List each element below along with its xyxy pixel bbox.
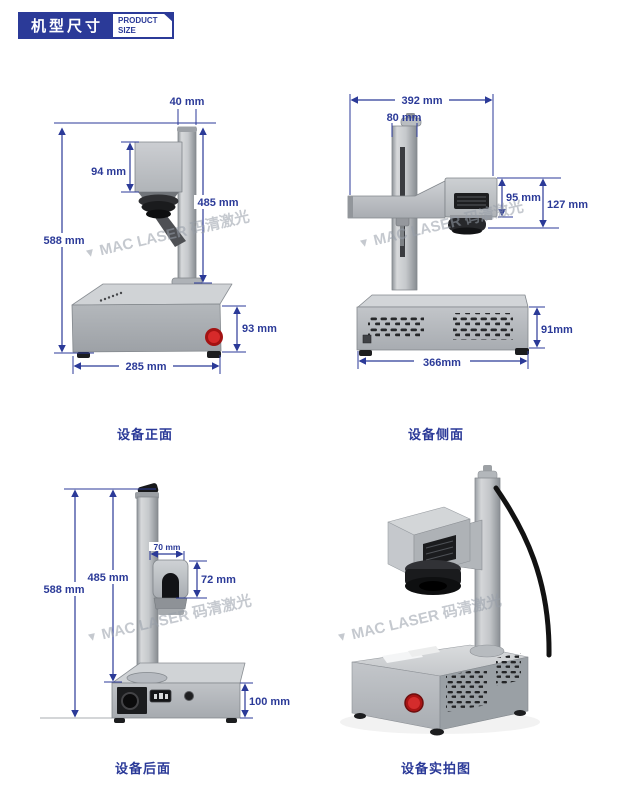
side-machine-illustration [347,113,529,356]
dim-label-base-width: 285 mm [126,361,167,373]
photo-view [340,465,552,736]
back-dimensions: 588 mm 485 mm 70 mm 72 mm 100 mm [41,488,290,719]
dim-label-base-height: 91mm [541,324,573,336]
section-header: 机型尺寸 PRODUCT SIZE [18,12,174,39]
caption-side-view: 设备侧面 [407,427,465,442]
section-subtitle-line2: SIZE [118,25,136,35]
front-machine-illustration [71,126,233,358]
dim-label-base-height: 100 mm [249,696,290,708]
back-view-diagram: 588 mm 485 mm 70 mm 72 mm 100 mm [40,483,290,723]
dim-label-column-width: 80 mm [387,112,422,124]
dim-label-total-depth: 392 mm [402,95,443,107]
section-subtitle-line1: PRODUCT [118,16,158,26]
section-title-en: PRODUCT SIZE [113,12,174,39]
dim-label-column-width: 40 mm [170,96,205,108]
caption-back-view: 设备后面 [114,761,172,776]
base-screw-dots [99,291,123,302]
round-connector [184,691,194,701]
power-switch-panel [117,687,147,714]
front-dimensions: 40 mm 588 mm 94 mm 485 mm 93 mm 285 mm [40,96,277,374]
side-dimensions: 392 mm 80 mm 95 mm 127 mm 91mm 366mm [349,93,588,369]
power-socket [149,689,172,703]
photo-machine [340,465,552,736]
dim-label-base-depth: 366mm [423,357,461,369]
front-view-diagram: 40 mm 588 mm 94 mm 485 mm 93 mm 285 mm [40,96,277,374]
caption-front-view: 设备正面 [116,427,174,442]
dim-label-column-height: 485 mm [88,572,129,584]
dim-label-head-height: 94 mm [91,166,126,178]
dim-label-head-height: 95 mm [506,192,541,204]
back-machine-illustration [40,483,246,723]
emergency-stop-button [404,693,424,713]
badge-fold-decor [161,12,174,23]
dim-label-total-height: 588 mm [44,584,85,596]
dim-label-total-height: 588 mm [44,235,85,247]
dim-label-head-height: 72 mm [201,574,236,586]
emergency-stop-button [205,328,223,346]
power-cable [493,485,552,658]
side-view-diagram: 392 mm 80 mm 95 mm 127 mm 91mm 366mm [347,93,588,369]
dim-label-column-height: 485 mm [198,197,239,209]
section-title-cn: 机型尺寸 [18,12,114,39]
dim-label-head-width: 70 mm [154,542,181,552]
dim-label-head-lens-height: 127 mm [547,199,588,211]
dim-label-base-height: 93 mm [242,323,277,335]
caption-photo-view: 设备实拍图 [400,761,472,776]
